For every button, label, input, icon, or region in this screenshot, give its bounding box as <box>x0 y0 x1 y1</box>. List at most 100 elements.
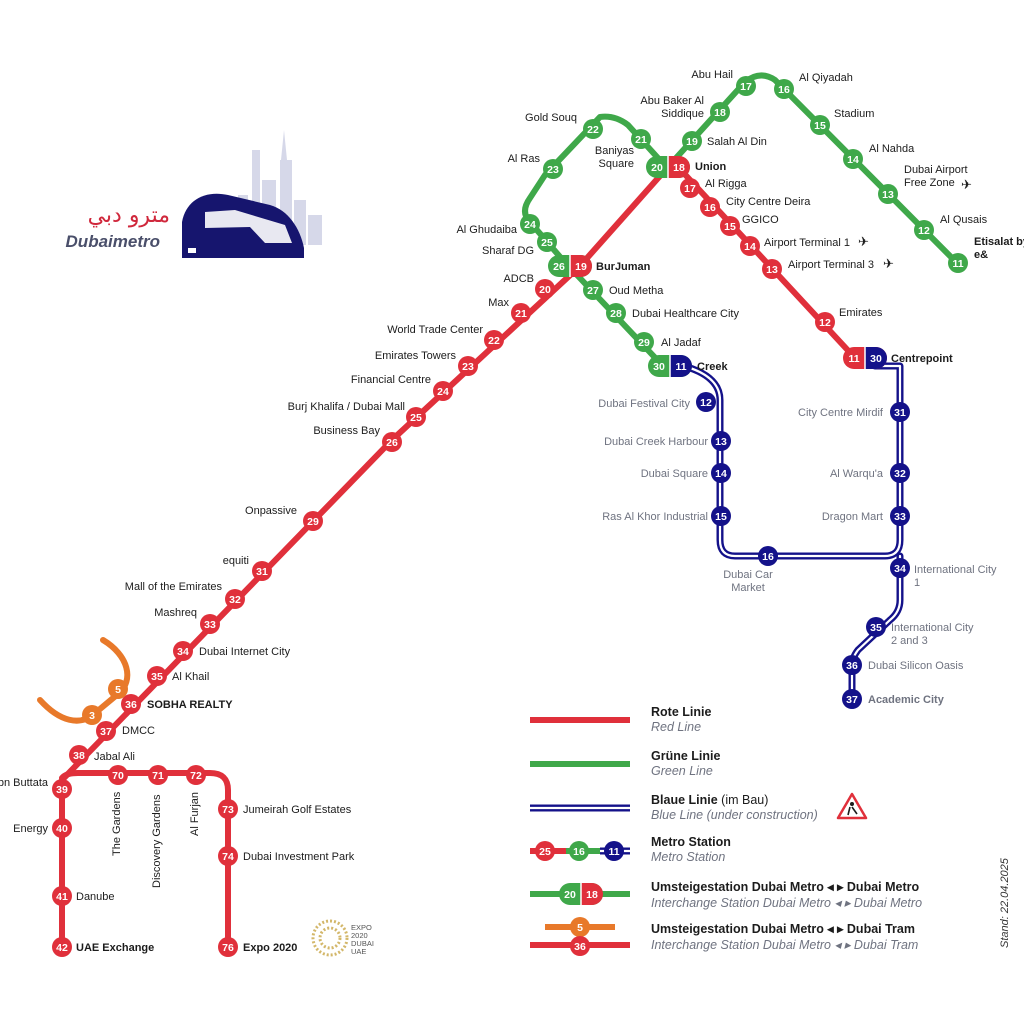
station-marker <box>252 561 272 581</box>
station-number: 13 <box>882 189 894 201</box>
station-red-76[interactable]: 76 Expo 2020 <box>218 937 297 957</box>
station-number: 17 <box>740 81 752 93</box>
station-number: 71 <box>152 770 164 782</box>
svg-text:Blue Line (under construction): Blue Line (under construction) <box>651 808 818 822</box>
stand-date: Stand: 22.04.2025 <box>999 857 1011 948</box>
station-marker <box>121 694 141 714</box>
tram-stop[interactable]: 5 <box>108 679 128 699</box>
station-label: Al Khail <box>172 671 209 683</box>
station-number: 76 <box>222 942 234 954</box>
station-label: The Gardens <box>111 791 123 856</box>
station-label: Business Bay <box>313 425 380 437</box>
interchange-burjuman[interactable]: 26 19 BurJuman <box>548 255 651 277</box>
station-label: Emirates Towers <box>375 350 457 362</box>
metro-train-icon <box>182 193 304 258</box>
svg-text:18: 18 <box>586 889 598 901</box>
station-label: Mall of the Emirates <box>125 581 223 593</box>
legend-red-line: Rote Linie Red Line <box>530 705 711 734</box>
station-label: City Centre Deira <box>726 196 811 208</box>
station-label: Ibn Buttata <box>0 777 49 789</box>
station-number: 40 <box>56 823 68 835</box>
station-marker <box>720 216 740 236</box>
station-marker <box>225 589 245 609</box>
station-marker <box>303 511 323 531</box>
dubai-metro-logo: مترو دبي Dubaimetro <box>66 130 322 258</box>
green-line <box>522 72 960 368</box>
station-number: 12 <box>700 397 712 409</box>
interchange-union[interactable]: 20 18 Union <box>646 156 726 178</box>
station-label: Airport Terminal 1 <box>764 237 850 249</box>
interchange-centrepoint[interactable]: 11 30 Centrepoint <box>843 347 953 369</box>
station-label: Jabal Ali <box>94 751 135 763</box>
svg-text:DUBAI: DUBAI <box>351 939 374 948</box>
station-label: Expo 2020 <box>243 942 297 954</box>
tram-stop[interactable]: 3 <box>82 705 102 725</box>
interchange-creek[interactable]: 30 11 Creek <box>648 355 728 377</box>
station-marker <box>382 432 402 452</box>
station-marker <box>711 463 731 483</box>
station-marker <box>843 149 863 169</box>
